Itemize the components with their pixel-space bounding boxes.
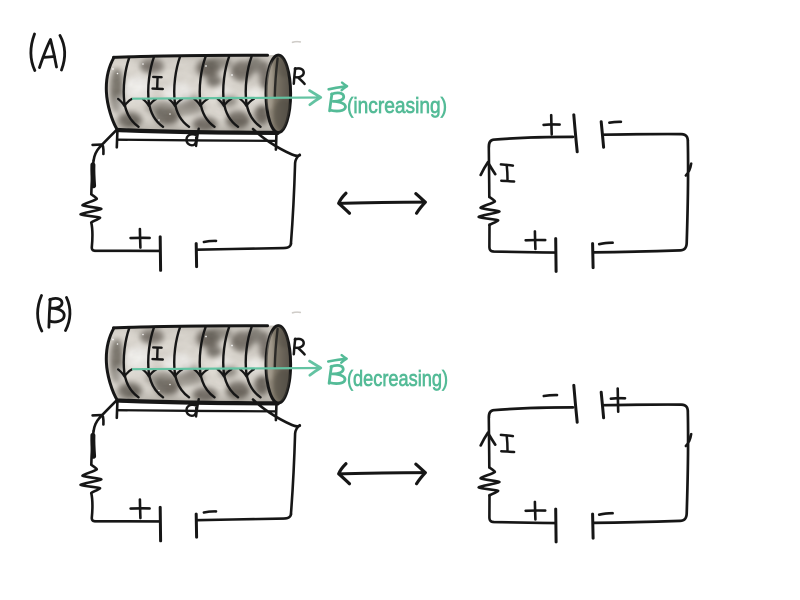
svg-text:(decreasing): (decreasing) [347,366,448,391]
svg-text:(increasing): (increasing) [347,93,447,118]
